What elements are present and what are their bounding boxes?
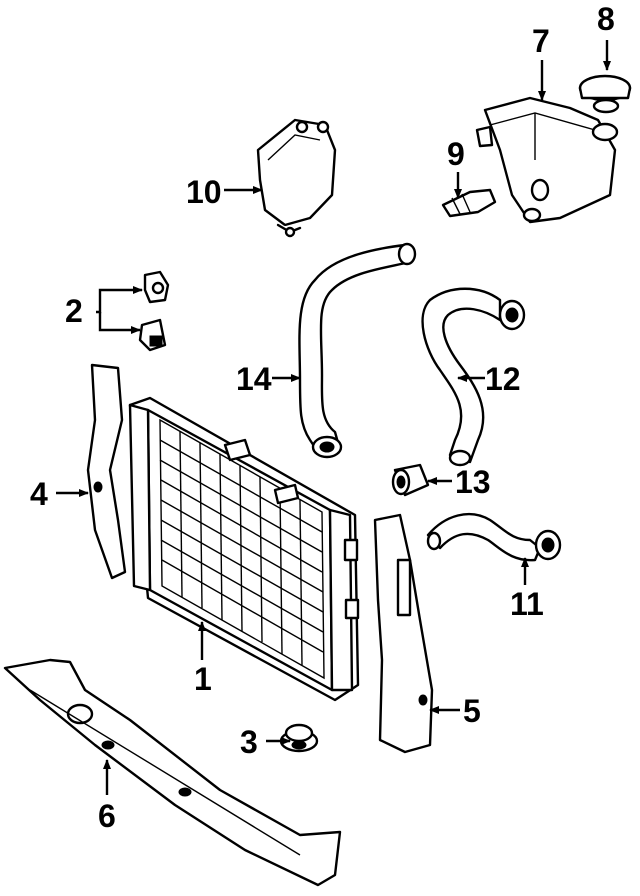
leader-lines xyxy=(56,40,611,795)
callout-8: 8 xyxy=(597,1,615,37)
left-air-baffle xyxy=(86,363,127,580)
callout-2: 2 xyxy=(65,293,83,329)
callout-9: 9 xyxy=(447,136,465,172)
callout-4: 4 xyxy=(30,476,48,512)
coolant-reservoir xyxy=(475,96,619,224)
callout-7: 7 xyxy=(532,23,550,59)
grommet xyxy=(279,723,319,753)
callout-10: 10 xyxy=(186,174,222,210)
callout-6: 6 xyxy=(98,798,116,834)
reservoir-cap xyxy=(578,74,632,114)
level-sensor xyxy=(441,188,497,218)
heater-hose xyxy=(298,242,417,459)
callout-3: 3 xyxy=(240,724,258,760)
reservoir-bracket xyxy=(256,118,337,238)
mounting-clips xyxy=(138,270,170,352)
callout-12: 12 xyxy=(485,361,521,397)
callout-13: 13 xyxy=(455,464,491,500)
right-air-baffle xyxy=(373,513,434,754)
callout-14: 14 xyxy=(236,361,272,397)
radiator xyxy=(128,396,360,702)
callout-11: 11 xyxy=(510,586,544,622)
lower-splash-shield xyxy=(3,658,342,887)
callout-5: 5 xyxy=(463,693,481,729)
hose-coupling xyxy=(391,463,430,497)
lower-radiator-hose xyxy=(426,512,562,562)
callout-1: 1 xyxy=(194,661,212,697)
callout-labels: 1 2 3 4 5 6 7 8 9 10 11 12 13 14 xyxy=(30,1,615,834)
